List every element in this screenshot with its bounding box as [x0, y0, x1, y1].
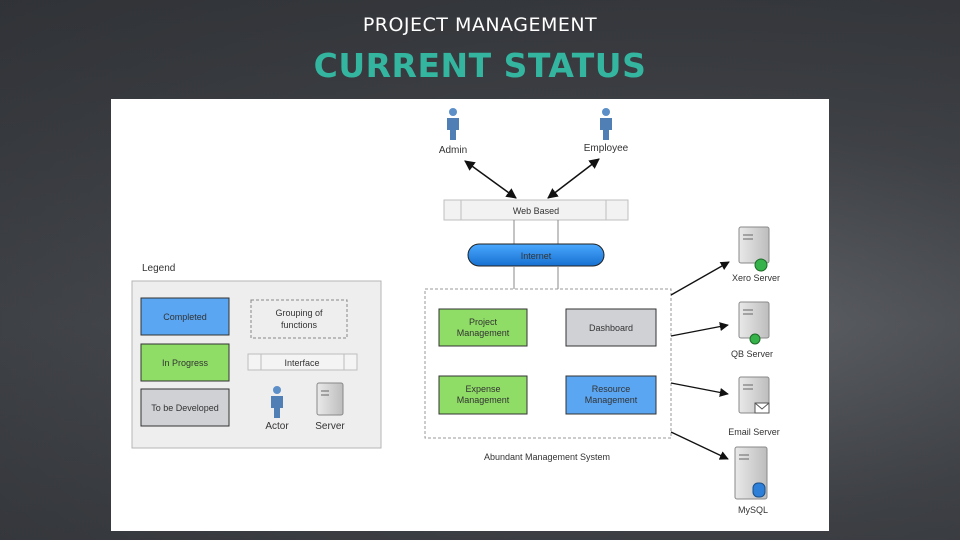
- email-arrow: [670, 382, 729, 397]
- employee-label: Employee: [584, 143, 629, 154]
- qb-server-icon: [738, 301, 770, 345]
- internet-label: Internet: [521, 251, 552, 261]
- legend-actor-label: Actor: [265, 421, 289, 432]
- admin-label: Admin: [439, 145, 467, 156]
- expense-management-module: Expense Management: [438, 375, 528, 415]
- legend-server-label: Server: [315, 421, 345, 432]
- architecture-diagram: Admin Employee Web Based Internet Abunda…: [111, 99, 829, 531]
- legend-to-be-developed: To be Developed: [140, 388, 230, 427]
- dashboard-label: Dashboard: [589, 323, 633, 333]
- qb-arrow: [670, 322, 729, 337]
- slide-subtitle: PROJECT MANAGEMENT: [362, 14, 598, 36]
- xero-server-icon: [738, 226, 770, 272]
- legend-to-be-developed-label: To be Developed: [151, 403, 219, 413]
- mysql-label: MySQL: [738, 505, 768, 515]
- project-management-module: Project Management: [438, 308, 528, 347]
- xero-arrow: [670, 261, 730, 296]
- system-label: Abundant Management System: [484, 452, 610, 462]
- internet-node: Internet: [467, 243, 605, 267]
- qb-server-label: QB Server: [731, 349, 773, 359]
- admin-web-arrow: [464, 160, 517, 199]
- expense-management-line1: Expense: [465, 384, 500, 394]
- legend-in-progress-label: In Progress: [162, 358, 209, 368]
- email-server-label: Email Server: [728, 427, 780, 437]
- web-based-label: Web Based: [513, 206, 559, 216]
- legend-grouping-line2: functions: [281, 320, 318, 330]
- legend-interface: Interface: [247, 353, 358, 371]
- legend-interface-label: Interface: [284, 358, 319, 368]
- legend-grouping-line1: Grouping of: [275, 308, 323, 318]
- project-management-line2: Management: [457, 328, 510, 338]
- admin-actor-icon: [447, 108, 459, 140]
- legend-actor-icon: [271, 386, 283, 418]
- legend-title: Legend: [142, 263, 175, 274]
- legend-completed-label: Completed: [163, 312, 207, 322]
- legend-in-progress: In Progress: [140, 343, 230, 382]
- expense-management-line2: Management: [457, 395, 510, 405]
- legend-completed: Completed: [140, 297, 230, 336]
- mysql-server-icon: [734, 446, 768, 500]
- resource-management-line2: Management: [585, 395, 638, 405]
- email-server-icon: [738, 376, 770, 414]
- legend-server-icon: [316, 382, 344, 416]
- resource-management-line1: Resource: [592, 384, 631, 394]
- slide-title: CURRENT STATUS: [313, 46, 647, 85]
- mysql-arrow: [670, 431, 729, 460]
- xero-server-label: Xero Server: [732, 273, 780, 283]
- legend-grouping: Grouping of functions: [250, 299, 348, 339]
- project-management-line1: Project: [469, 317, 498, 327]
- dashboard-module: Dashboard: [565, 308, 657, 347]
- resource-management-module: Resource Management: [565, 375, 657, 415]
- employee-actor-icon: [600, 108, 612, 140]
- system-grouping: [424, 288, 672, 439]
- employee-web-arrow: [547, 158, 600, 199]
- web-based-interface: Web Based: [443, 199, 629, 221]
